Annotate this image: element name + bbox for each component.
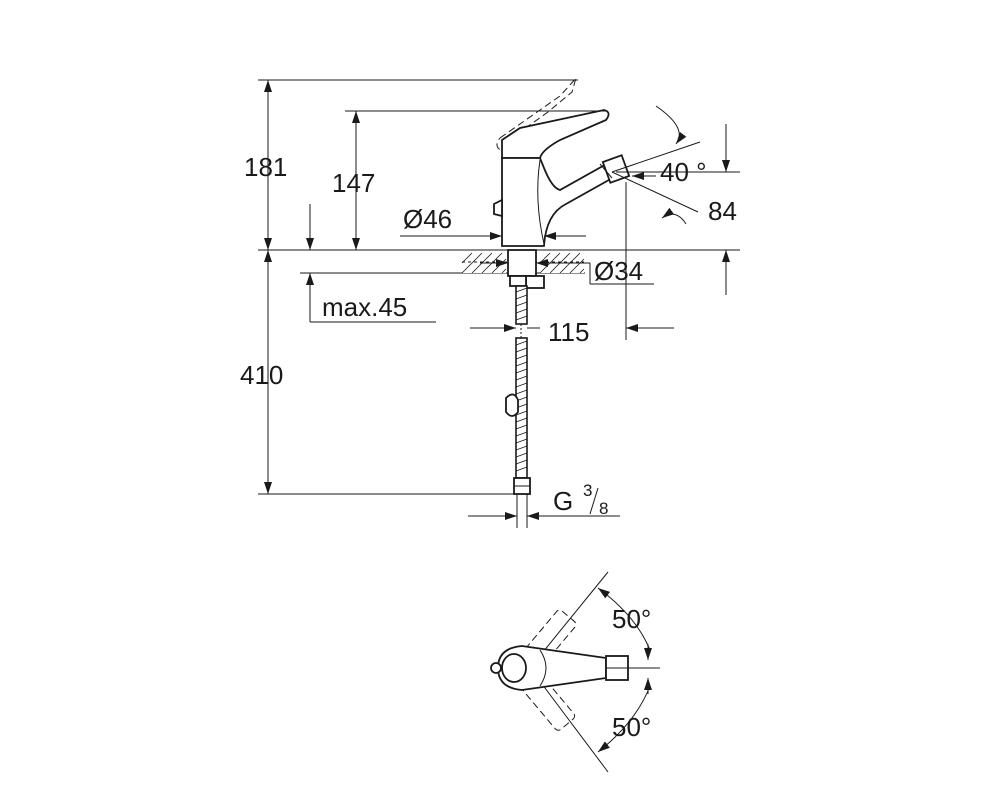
dim-hole-diameter-label: Ø34 — [594, 256, 643, 286]
dim-total-height: 181 — [244, 79, 578, 250]
lever-raised-outline — [496, 77, 577, 153]
popup-knob — [493, 198, 503, 218]
dim-lever-height-label: 147 — [332, 168, 375, 198]
top-popup-knob — [490, 662, 502, 674]
dim-body-diameter: Ø46 — [400, 204, 586, 240]
dim-body-diameter-label: Ø46 — [403, 204, 452, 234]
dim-hole-diameter: Ø34 — [480, 256, 654, 286]
dim-spout-angle: 40 ° — [611, 105, 707, 225]
swivel-left-label: 50° — [612, 604, 651, 634]
popup-weight — [505, 393, 519, 417]
dim-hose-length-label: 410 — [240, 360, 283, 390]
body-contour — [537, 159, 545, 245]
side-view: 181 147 Ø46 max.45 Ø34 — [240, 77, 740, 528]
dim-total-height-label: 181 — [244, 152, 287, 182]
lever — [501, 109, 610, 159]
dim-connection: G 3 8 — [468, 481, 620, 520]
top-lever-base — [501, 653, 527, 683]
supply-hose — [515, 285, 528, 479]
dim-lever-height: 147 — [332, 110, 606, 250]
mounting-nut — [525, 275, 545, 289]
dim-connection-denominator: 8 — [599, 499, 608, 518]
top-view: 50° 50° — [490, 571, 660, 773]
faucet-body — [501, 157, 618, 247]
dim-spout-height-label: 84 — [708, 196, 737, 226]
dim-connection-numerator: 3 — [583, 481, 592, 500]
dim-max-deck: max.45 — [306, 204, 436, 323]
dim-hose-length: 410 — [240, 250, 514, 495]
mounting-shank — [507, 249, 537, 277]
dim-max-deck-label: max.45 — [322, 292, 407, 322]
dim-connection-prefix: G — [553, 486, 573, 516]
dim-spout-reach-label: 115 — [548, 317, 589, 347]
swivel-right-label: 50° — [612, 712, 651, 742]
dim-spout-reach: 115 — [470, 182, 674, 347]
dim-spout-angle-label: 40 ° — [660, 157, 707, 187]
